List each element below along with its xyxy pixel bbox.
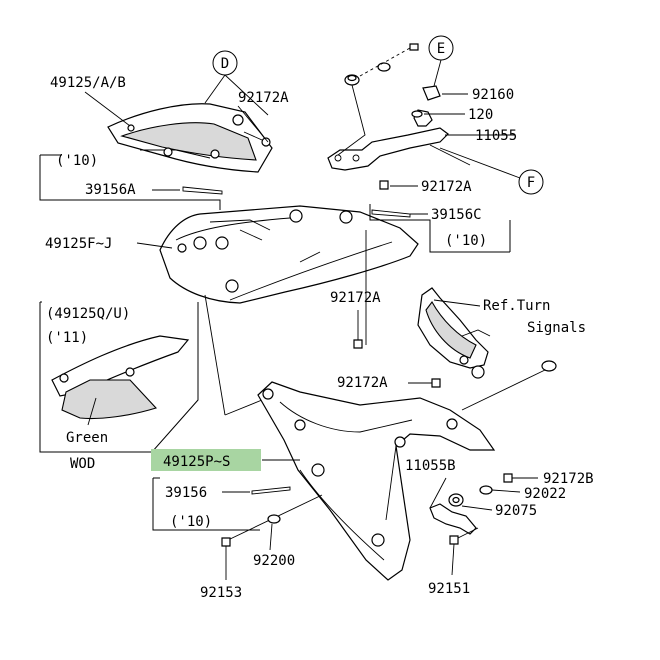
grommet-top (344, 43, 419, 86)
label-49125qu: (49125Q/U) (46, 306, 130, 322)
washer-92200 (267, 514, 281, 551)
label-92075: 92075 (495, 503, 537, 519)
label-92200: 92200 (253, 553, 295, 569)
label-39156: 39156 (165, 485, 207, 501)
bolt-120 (411, 110, 465, 118)
screw-92151 (449, 527, 479, 576)
label-92153: 92153 (200, 585, 242, 601)
label-120: 120 (468, 107, 493, 123)
callout-f-letter: F (527, 175, 535, 191)
label-92160: 92160 (472, 87, 514, 103)
screw-92172a-mid (379, 180, 418, 190)
callout-d: D (204, 50, 269, 116)
middle-cowl-part (159, 205, 419, 304)
screw-92172b (503, 473, 538, 483)
label-39156c: 39156C (431, 207, 482, 223)
label-92172a-center: 92172A (330, 290, 381, 306)
callout-e-letter: E (437, 41, 445, 57)
screw-92172a-top (237, 105, 271, 147)
label-49125fj: 49125F~J (45, 236, 112, 252)
grommet-92075 (448, 493, 493, 511)
label-49125ps: 49125P~S (163, 454, 230, 470)
screw-92172a-center (353, 310, 363, 349)
label-11055: 11055 (475, 128, 517, 144)
screw-92153 (221, 494, 323, 580)
lower-cowl-part (257, 381, 496, 581)
label-92151: 92151 (428, 581, 470, 597)
label-signals: Signals (527, 320, 586, 336)
callout-e: E (428, 35, 454, 87)
label-92172b: 92172B (543, 471, 594, 487)
label-11-inset: ('11) (46, 330, 88, 346)
selected-part-highlight (151, 449, 261, 471)
callout-d-letter: D (221, 56, 229, 72)
label-green: Green (66, 430, 108, 446)
label-11055b: 11055B (405, 458, 456, 474)
label-wod: WOD (70, 456, 95, 472)
screw-92172a-low (408, 378, 441, 388)
label-92172a-mid: 92172A (421, 179, 472, 195)
callout-f: F (439, 147, 544, 195)
inset-panel (39, 301, 199, 453)
upper-cowl-part (107, 103, 273, 173)
turn-signal-ref (417, 287, 491, 379)
label-49125ab: 49125/A/B (50, 75, 126, 91)
label-10-bottom: ('10) (170, 514, 212, 530)
clip-92160 (422, 85, 468, 101)
label-92022: 92022 (524, 486, 566, 502)
label-39156a: 39156A (85, 182, 136, 198)
label-92172a-top: 92172A (238, 90, 289, 106)
label-ref-turn: Ref.Turn (483, 298, 550, 314)
nut-92022 (479, 485, 521, 495)
label-92172a-low: 92172A (337, 375, 388, 391)
label-10-right: ('10) (445, 233, 487, 249)
label-10-top: ('10) (56, 153, 98, 169)
